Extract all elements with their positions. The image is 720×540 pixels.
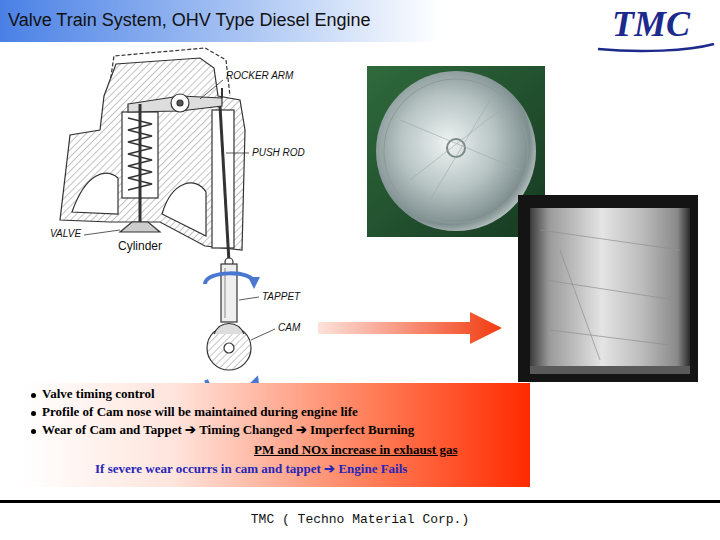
logo-swoosh [598, 44, 714, 51]
leader-lines [84, 80, 275, 340]
rotation-arrow [205, 273, 254, 284]
part-label: PUSH ROD [252, 147, 305, 159]
bullet-panel: Valve timing controlProfile of Cam nose … [22, 383, 530, 487]
company-logo: TMC [612, 4, 690, 45]
footer-rule [0, 500, 720, 503]
part-label: TAPPET [262, 291, 300, 303]
part-label: VALVE [50, 228, 81, 240]
cam-photo [518, 195, 698, 382]
bullet-dot [31, 429, 36, 434]
slide-title: Valve Train System, OHV Type Diesel Engi… [8, 10, 371, 31]
bullet-text: Valve timing control [42, 387, 155, 402]
red-arrow [318, 312, 502, 344]
title-band [0, 0, 440, 42]
part-label: CAM [278, 322, 300, 334]
footer-text: TMC ( Techno Material Corp.) [0, 513, 720, 528]
bullet-text: Profile of Cam nose will be maintained d… [42, 405, 358, 420]
bullet-dot [31, 393, 36, 398]
part-label: ROCKER ARM [226, 70, 293, 82]
bullet-text: PM and NOx increase in exhaust gas [254, 443, 457, 458]
part-label: Cylinder [118, 240, 162, 254]
bullet-text: Wear of Cam and Tappet ➔ Timing Changed … [42, 423, 414, 438]
engine-drawing [60, 48, 251, 370]
bullet-text: If severe wear occurrs in cam and tappet… [95, 462, 407, 477]
bullet-dot [31, 411, 36, 416]
